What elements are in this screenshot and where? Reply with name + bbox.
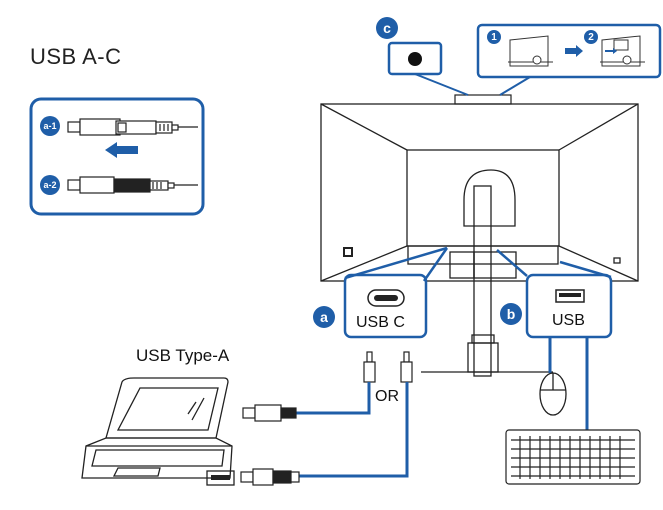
- laptop-icon: [81, 377, 233, 479]
- mouse-icon: [539, 372, 567, 416]
- diagram-title: USB A-C: [30, 44, 122, 69]
- usb-a-plug-top: [242, 404, 297, 422]
- badge-c: c: [376, 17, 398, 39]
- arrow-left-icon: [105, 142, 138, 158]
- usb-label: USB: [552, 312, 585, 329]
- webcam-panel: [387, 23, 662, 105]
- badge-b: b: [500, 303, 522, 325]
- step-two-badge: 2: [584, 30, 598, 44]
- badge-a1: a-1: [40, 116, 60, 136]
- monitor-back: [320, 103, 639, 377]
- usb-c-label: USB C: [356, 314, 405, 331]
- badge-a: a: [313, 306, 335, 328]
- usb-c-cables: [363, 351, 413, 383]
- usb-a-plug-bottom: [240, 468, 300, 486]
- or-label: OR: [375, 388, 399, 405]
- adapter-a2-illustration: [67, 176, 198, 194]
- keyboard-icon: [505, 429, 641, 485]
- step-one-badge: 1: [487, 30, 501, 44]
- adapter-panel: [29, 97, 205, 216]
- usb-type-a-label: USB Type-A: [136, 346, 230, 365]
- badge-a2: a-2: [40, 175, 60, 195]
- usb-callout: [496, 249, 613, 339]
- adapter-a1-illustration: [67, 118, 198, 136]
- usb-c-callout: [343, 246, 449, 339]
